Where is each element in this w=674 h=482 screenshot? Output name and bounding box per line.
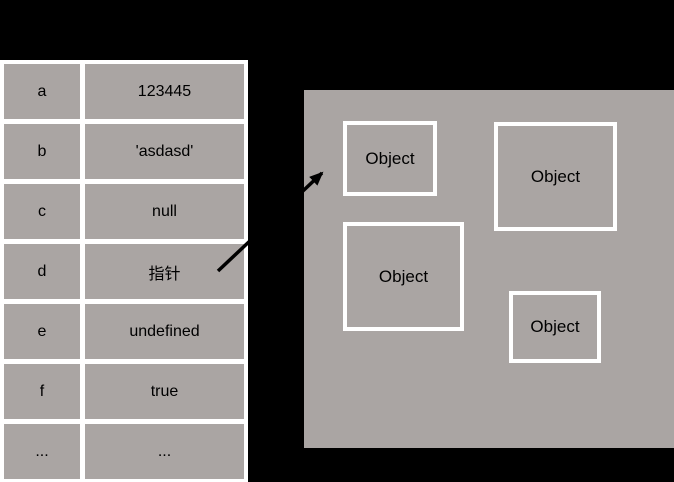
variable-value-cell: 指针 bbox=[85, 244, 244, 299]
variable-value-cell: ... bbox=[85, 424, 244, 479]
variable-name-cell: ... bbox=[4, 424, 80, 479]
heap-object-label: Object bbox=[530, 317, 580, 336]
variable-value-cell: undefined bbox=[85, 304, 244, 359]
heap-object-box: Object bbox=[343, 222, 464, 331]
variable-value-cell: 123445 bbox=[85, 64, 244, 119]
variable-name-cell: c bbox=[4, 184, 80, 239]
heap-object-label: Object bbox=[530, 166, 581, 186]
variable-value-cell: 'asdasd' bbox=[85, 124, 244, 179]
heap-area: Object Object Object Object bbox=[304, 90, 674, 448]
variable-name-cell: b bbox=[4, 124, 80, 179]
heap-object-box: Object bbox=[494, 122, 617, 231]
variable-name-cell: f bbox=[4, 364, 80, 419]
heap-object-box: Object bbox=[509, 291, 601, 363]
variable-name-cell: d bbox=[4, 244, 80, 299]
variable-name-cell: e bbox=[4, 304, 80, 359]
variable-value-cell: null bbox=[85, 184, 244, 239]
heap-object-label: Object bbox=[365, 148, 415, 168]
heap-object-box: Object bbox=[343, 121, 437, 196]
variable-value-cell: true bbox=[85, 364, 244, 419]
heap-object-label: Object bbox=[378, 266, 429, 286]
variable-name-cell: a bbox=[4, 64, 80, 119]
stack-table: a 123445 b 'asdasd' c null d 指针 e undefi… bbox=[0, 60, 248, 482]
